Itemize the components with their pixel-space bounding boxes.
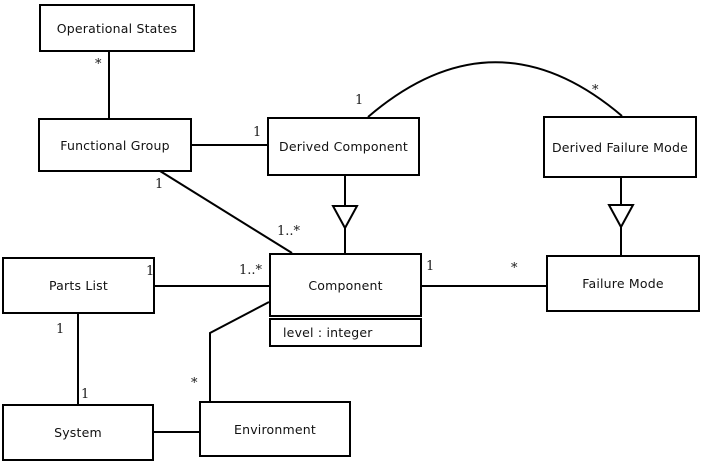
edge-environment-component xyxy=(209,301,270,401)
class-derived-component: Derived Component xyxy=(267,117,420,176)
class-name-compartment: Component xyxy=(269,253,422,317)
class-parts-list: Parts List xyxy=(2,257,155,314)
class-name-label: Component xyxy=(308,277,383,293)
multiplicity-label: 1 xyxy=(155,177,164,192)
multiplicity-label: 1..* xyxy=(277,224,301,239)
multiplicity-label: 1 xyxy=(355,93,364,108)
multiplicity-label: 1 xyxy=(56,322,65,337)
class-component: Component level : integer xyxy=(269,253,422,347)
class-attribute-compartment: level : integer xyxy=(269,318,422,347)
class-environment: Environment xyxy=(199,401,351,457)
generalization-triangle-icon xyxy=(607,204,635,230)
multiplicity-label: 1 xyxy=(146,264,155,279)
class-name-label: Operational States xyxy=(56,20,178,36)
multiplicity-label: 1 xyxy=(253,125,262,140)
class-operational-states: Operational States xyxy=(39,4,195,52)
class-name-label: Derived Component xyxy=(279,139,408,154)
multiplicity-label: 1 xyxy=(426,259,435,274)
multiplicity-label: 1 xyxy=(81,387,90,402)
class-name-label: Derived Failure Mode xyxy=(551,139,689,155)
class-functional-group: Functional Group xyxy=(38,118,192,172)
class-attribute-label: level : integer xyxy=(283,325,373,340)
class-name-label: Parts List xyxy=(48,278,108,293)
multiplicity-label: * xyxy=(511,261,518,276)
class-derived-failure-mode: Derived Failure Mode xyxy=(543,116,697,178)
edge-functional-group-component xyxy=(159,170,293,254)
edge-arc-derived-component-derived-failure-mode xyxy=(367,61,623,118)
class-name-label: Functional Group xyxy=(60,137,170,153)
multiplicity-label: * xyxy=(592,83,599,98)
class-system: System xyxy=(2,404,154,461)
class-name-label: System xyxy=(54,425,102,440)
multiplicity-label: * xyxy=(95,57,102,72)
class-name-label: Environment xyxy=(233,421,317,437)
class-failure-mode: Failure Mode xyxy=(546,255,700,312)
class-name-label: Failure Mode xyxy=(582,276,664,291)
multiplicity-label: * xyxy=(191,376,198,391)
multiplicity-label: 1..* xyxy=(239,263,263,278)
generalization-triangle-icon xyxy=(331,205,359,231)
